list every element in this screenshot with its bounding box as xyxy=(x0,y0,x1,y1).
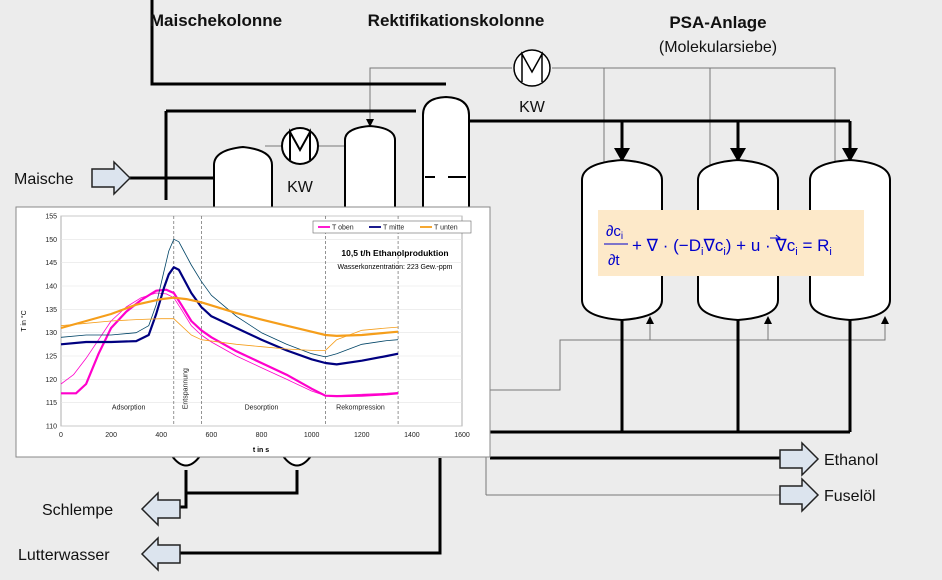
thick-lines xyxy=(128,0,852,555)
plot-area xyxy=(60,215,463,427)
xtick-label: 1200 xyxy=(354,432,370,439)
legend-label: T mitte xyxy=(383,225,404,232)
ytick-label: 135 xyxy=(45,307,57,314)
ytick-label: 150 xyxy=(45,237,57,244)
ytick-label: 145 xyxy=(45,260,57,267)
label-lutterwasser: Lutterwasser xyxy=(18,547,110,564)
series-line xyxy=(60,266,399,366)
ytick-label: 140 xyxy=(45,284,57,291)
arrow-lutterwasser-icon xyxy=(140,536,181,572)
xtick-label: 800 xyxy=(256,432,268,439)
legend-label: T unten xyxy=(434,225,458,232)
eq-num: ∂ci xyxy=(606,223,623,242)
series-line xyxy=(60,318,399,351)
chart-subtitle: Wasserkonzentration: 223 Gew.-ppm xyxy=(338,264,453,271)
chart-xlabel: t in s xyxy=(253,447,269,454)
phase-label: Rekompression xyxy=(336,405,385,412)
equation: ∂ci ∂t + ∇ · (−Di∇ci) + u · ∇ci = Ri xyxy=(604,223,832,269)
title-rektifikationskolonne: Rektifikationskolonne xyxy=(368,11,545,30)
xtick-label: 1000 xyxy=(304,432,320,439)
ytick-label: 130 xyxy=(45,330,57,337)
rekt-column-small xyxy=(344,124,396,210)
psa-feed-arrows xyxy=(366,119,889,324)
phase-label: Desorption xyxy=(245,405,279,412)
eq-body: + ∇ · (−Di∇ci) + u · ∇ci = Ri xyxy=(632,236,832,258)
xtick-label: 200 xyxy=(105,432,117,439)
label-schlempe: Schlempe xyxy=(42,502,113,519)
xtick-label: 400 xyxy=(155,432,167,439)
label-kw-2: KW xyxy=(519,99,546,116)
series-line xyxy=(60,292,399,397)
title-psa-anlage: PSA-Anlage xyxy=(669,13,766,32)
legend-label: T oben xyxy=(332,225,354,232)
xtick-label: 1400 xyxy=(404,432,420,439)
arrow-fuseloel-icon xyxy=(779,477,820,513)
series-line xyxy=(60,238,399,358)
phase-label: Entspannung xyxy=(183,368,190,409)
xtick-label: 0 xyxy=(59,432,63,439)
subtitle-molekularsiebe: (Molekularsiebe) xyxy=(659,39,777,56)
chart-legend: T oben T mitte T unten xyxy=(312,220,472,234)
io-arrows xyxy=(91,160,820,572)
phase-label: Adsorption xyxy=(112,405,146,412)
ytick-label: 155 xyxy=(45,214,57,221)
arrow-schlempe-icon xyxy=(140,491,181,527)
rekt-column-tall xyxy=(422,95,470,210)
title-maischekolonne: Maischekolonne xyxy=(150,11,282,30)
condenser-2 xyxy=(513,49,551,87)
ytick-label: 115 xyxy=(46,400,57,407)
label-ethanol: Ethanol xyxy=(824,452,878,469)
arrow-maische-icon xyxy=(91,160,132,196)
diagram-text: Maischekolonne Rektifikationskolonne PSA… xyxy=(14,11,878,564)
xtick-label: 600 xyxy=(206,432,218,439)
label-fuseloel: Fuselöl xyxy=(824,488,876,505)
equation-box xyxy=(598,210,864,276)
maische-column xyxy=(213,145,273,210)
label-maische: Maische xyxy=(14,171,74,188)
ytick-label: 120 xyxy=(45,377,57,384)
ytick-label: 125 xyxy=(45,354,57,361)
chart-title: 10,5 t/h Ethanolproduktion xyxy=(341,248,448,258)
bottom-vessels xyxy=(171,455,312,467)
ytick-label: 110 xyxy=(46,424,57,431)
label-kw-1: KW xyxy=(287,179,314,196)
eq-den: ∂t xyxy=(608,252,620,269)
arrow-ethanol-icon xyxy=(779,441,820,477)
condenser-1 xyxy=(281,127,319,165)
temperature-chart: 110 115 120 125 130 135 140 145 150 155 0 200 400 60… xyxy=(15,206,491,458)
series-line xyxy=(60,296,399,337)
xtick-label: 1600 xyxy=(454,432,470,439)
chart-ylabel: T in °C xyxy=(20,310,28,331)
